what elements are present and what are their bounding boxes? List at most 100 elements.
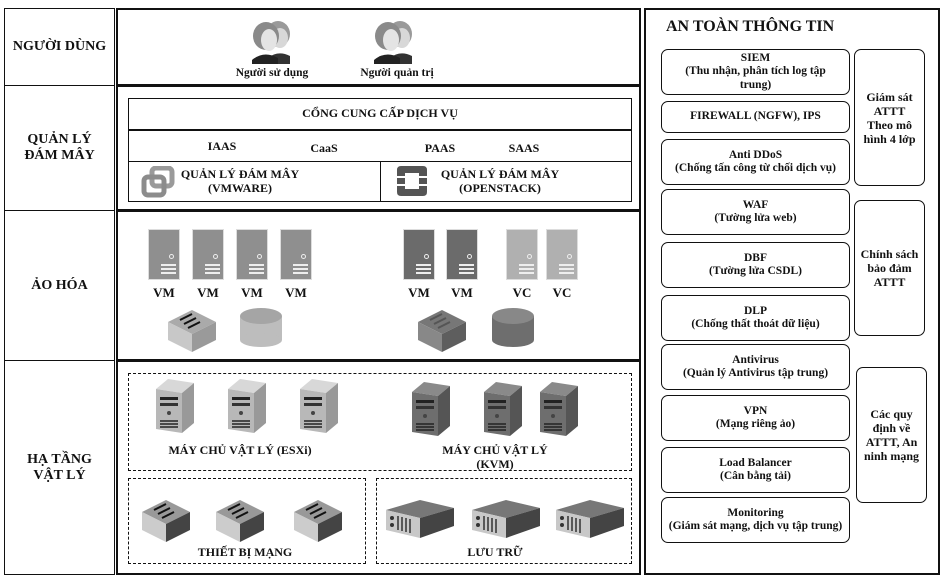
- service-iaas: IAAS: [207, 139, 237, 153]
- kvm-servers-label-line1: MÁY CHỦ VẬT LÝ: [442, 443, 548, 457]
- network-devices-group: [128, 478, 366, 564]
- physical-server-icon: [228, 379, 266, 433]
- user-label: Người sử dụng: [235, 67, 309, 79]
- vm-label: VM: [451, 285, 473, 300]
- security-item-name: SIEM: [740, 51, 771, 64]
- policy-line: ninh mạng: [863, 449, 920, 463]
- security-item-monitoring: Monitoring(Giám sát mạng, dịch vụ tập tr…: [661, 497, 850, 543]
- vm-label: VM: [241, 285, 263, 300]
- security-item-name: DBF: [744, 251, 767, 264]
- physical-server-icon: [300, 379, 338, 433]
- security-item-name: FIREWALL (NGFW), IPS: [690, 110, 821, 123]
- security-item-dbf: DBF(Tường lửa CSDL): [661, 242, 850, 288]
- physical-layer: [116, 360, 641, 575]
- physical-servers-group: [128, 373, 632, 471]
- security-item-desc: (Giám sát mạng, dịch vụ tập trung): [668, 520, 843, 532]
- vm-label: VM: [153, 285, 175, 300]
- security-item-antivirus: Antivirus(Quản lý Antivirus tập trung): [661, 344, 850, 390]
- esxi-servers-label: MÁY CHỦ VẬT LÝ (ESXi): [168, 443, 312, 457]
- layer-label-physical-infrastructure: HẠ TẦNG VẬT LÝ: [4, 360, 115, 575]
- admin-group-icon: [374, 21, 412, 64]
- layer-label-text: NGƯỜI DÙNG: [12, 39, 107, 54]
- security-item-desc: (Tường lửa CSDL): [708, 265, 803, 277]
- layer-label-text: HẠ TẦNG VẬT LÝ: [27, 451, 92, 483]
- network-switch-icon: [216, 500, 264, 542]
- openstack-manager-line1: QUẢN LÝ ĐÁM MÂY: [440, 167, 560, 181]
- policy-line: ATTT: [873, 103, 906, 118]
- vm-server-icon: [148, 229, 180, 280]
- vc-server-icon: [506, 229, 538, 280]
- vm-server-icon: [236, 229, 268, 280]
- vm-label: VM: [197, 285, 219, 300]
- security-item-name: Load Balancer: [719, 456, 792, 469]
- kvm-servers-label-line2: (KVM): [476, 457, 514, 471]
- layer-label-cloud-management: QUẢN LÝ ĐÁM MÂY: [4, 85, 115, 211]
- security-item-anti-ddos: Anti DDoS(Chống tấn công từ chối dịch vụ…: [661, 139, 850, 185]
- service-portal-box: [128, 98, 632, 202]
- service-saas: SAAS: [508, 141, 540, 155]
- policy-line: Các quy: [870, 407, 913, 421]
- security-item-desc: (Quản lý Antivirus tập trung): [682, 367, 829, 379]
- security-item-name: Monitoring: [727, 506, 784, 519]
- admin-label: Người quản trị: [360, 67, 434, 79]
- layer-label-virtualization: ẢO HÓA: [4, 210, 115, 361]
- policy-line: Theo mô: [866, 117, 912, 132]
- security-item-desc: (Thu nhận, phân tích log tập: [685, 65, 826, 78]
- service-paas: PAAS: [424, 141, 456, 155]
- openstack-manager-line2: (OPENSTACK): [459, 181, 541, 195]
- network-switch-icon: [142, 500, 190, 542]
- vmware-manager-line2: (VMWARE): [208, 181, 272, 195]
- security-item-waf: WAF(Tường lửa web): [661, 189, 850, 235]
- vmware-logo-icon: [141, 166, 175, 198]
- divider: [380, 161, 381, 201]
- virtual-switch-icon: [168, 310, 216, 352]
- physical-server-icon: [412, 382, 450, 436]
- security-item-desc: (Chống thất thoát dữ liệu): [691, 318, 820, 330]
- policy-line: Chính sách: [860, 247, 919, 261]
- vm-server-icon: [446, 229, 478, 280]
- policy-line: hình 4 lớp: [863, 131, 916, 146]
- security-item-load-balancer: Load Balancer(Cân bằng tải): [661, 447, 850, 493]
- policy-line: ATTT, An: [865, 435, 918, 449]
- vm-label: VM: [285, 285, 307, 300]
- layer-label-text: ẢO HÓA: [31, 277, 88, 293]
- security-title: AN TOÀN THÔNG TIN: [666, 18, 835, 35]
- vm-label: VC: [552, 285, 572, 300]
- security-item-name: WAF: [742, 198, 769, 211]
- policy-line: Giám sát: [866, 89, 913, 104]
- storage-array-icon: [556, 500, 624, 538]
- layer-label-users: NGƯỜI DÙNG: [4, 8, 115, 86]
- vm-label: VC: [512, 285, 532, 300]
- vmware-manager-line1: QUẢN LÝ ĐÁM MÂY: [180, 167, 300, 181]
- storage-array-icon: [386, 500, 454, 538]
- network-switch-icon: [294, 500, 342, 542]
- storage-group: [376, 478, 632, 564]
- security-item-desc: (Tường lửa web): [714, 212, 797, 224]
- vm-server-icon: [192, 229, 224, 280]
- security-item-firewall-ngfw-ips: FIREWALL (NGFW), IPS: [661, 101, 850, 133]
- policy-line: bảo đảm: [867, 261, 912, 275]
- openstack-logo-icon: [397, 166, 427, 196]
- storage-array-icon: [472, 500, 540, 538]
- network-devices-label: THIẾT BỊ MẠNG: [197, 545, 293, 559]
- virtual-switch-icon: [418, 310, 466, 352]
- policy-line: ATTT: [873, 275, 906, 289]
- user-group-icon: [252, 21, 290, 64]
- vm-label: VM: [408, 285, 430, 300]
- storage-label: LƯU TRỮ: [467, 545, 523, 559]
- virtual-storage-icon: [492, 308, 534, 347]
- security-item-name: Anti DDoS: [728, 148, 783, 161]
- security-item-dlp: DLP(Chống thất thoát dữ liệu): [661, 295, 850, 341]
- physical-server-icon: [156, 379, 194, 433]
- virtual-storage-icon: [240, 308, 282, 347]
- vm-server-icon: [280, 229, 312, 280]
- service-portal-title: CỔNG CUNG CẤP DỊCH VỤ: [302, 106, 458, 120]
- divider: [129, 129, 631, 131]
- security-panel: AN TOÀN THÔNG TIN SIEM(Thu nhận, phân tí…: [644, 8, 940, 575]
- security-item-name: VPN: [743, 404, 768, 417]
- physical-server-icon: [540, 382, 578, 436]
- security-item-desc: trung): [739, 78, 772, 91]
